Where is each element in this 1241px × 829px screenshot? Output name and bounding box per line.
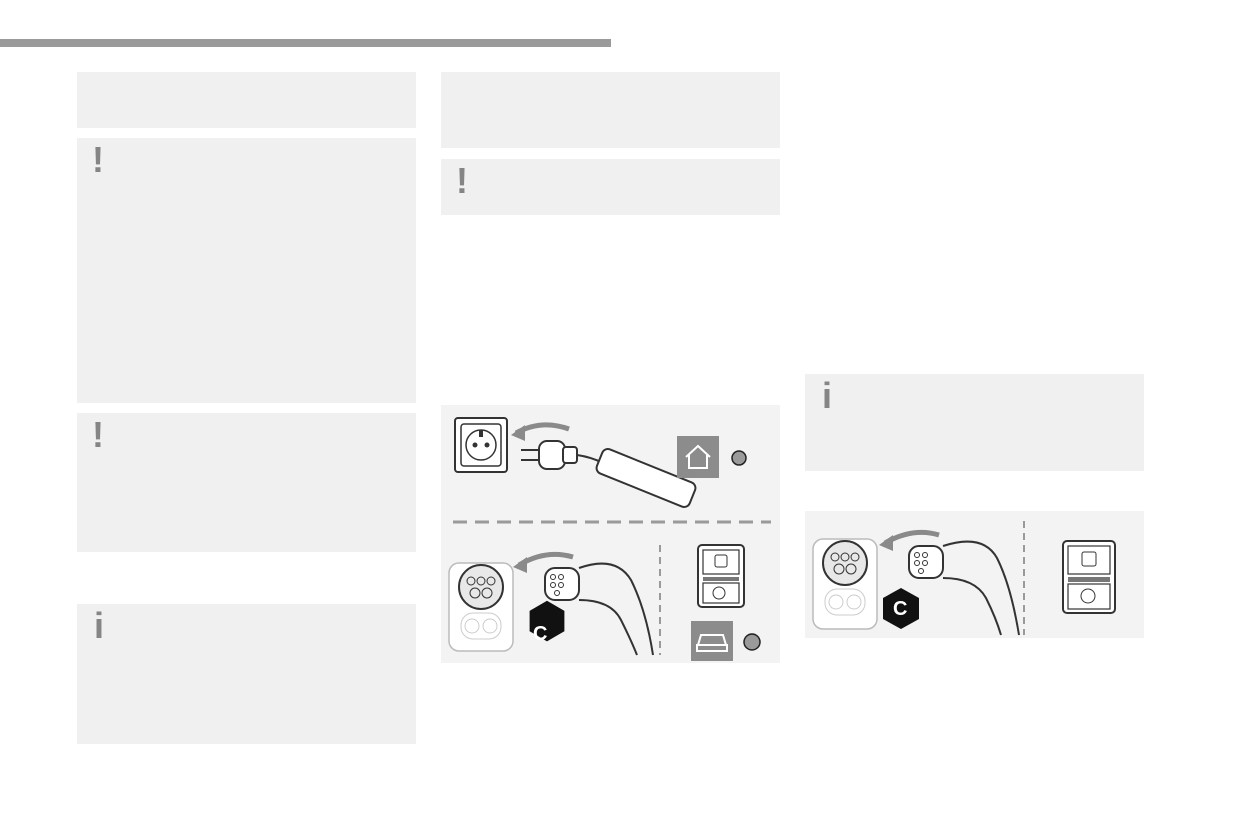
connector-c-label: C bbox=[533, 623, 548, 645]
illustration-home-charging: C bbox=[441, 405, 780, 663]
header-rule bbox=[0, 39, 611, 47]
warning-icon: ! bbox=[92, 139, 104, 180]
arrow-left-icon bbox=[513, 551, 574, 573]
vehicle-inlet-icon bbox=[812, 538, 878, 630]
status-led-icon bbox=[731, 450, 747, 466]
home-charging-drawing bbox=[448, 417, 771, 661]
warning-icon: ! bbox=[92, 414, 104, 455]
ev-plug-icon bbox=[908, 540, 1020, 636]
info-box-2: i bbox=[805, 374, 1144, 471]
connector-c-label: C bbox=[893, 598, 908, 620]
warning-icon: ! bbox=[456, 160, 468, 201]
arrow-left-icon bbox=[511, 422, 570, 441]
note-box-2 bbox=[441, 72, 780, 148]
note-box-1 bbox=[77, 72, 416, 128]
warning-box-3: ! bbox=[441, 159, 780, 215]
home-icon bbox=[677, 436, 719, 478]
lock-timer-panel-icon bbox=[1062, 540, 1116, 614]
ev-plug-icon bbox=[544, 562, 654, 656]
illustration-ev-inlet: C bbox=[805, 511, 1144, 638]
lock-timer-panel-icon bbox=[697, 544, 745, 608]
connector-c-badge bbox=[529, 600, 565, 642]
warning-box-1: ! bbox=[77, 138, 416, 403]
wall-socket-icon bbox=[454, 417, 508, 473]
arrow-left-icon bbox=[879, 529, 940, 551]
warning-box-2: ! bbox=[77, 413, 416, 552]
car-icon bbox=[691, 621, 733, 661]
info-box-1: i bbox=[77, 604, 416, 744]
vehicle-inlet-icon bbox=[448, 562, 514, 652]
status-led-blinking-icon bbox=[743, 633, 761, 651]
info-icon: i bbox=[822, 375, 833, 416]
ev-inlet-drawing bbox=[812, 521, 1116, 636]
connector-c-badge bbox=[883, 588, 919, 629]
info-icon: i bbox=[94, 605, 105, 646]
domestic-plug-icon bbox=[521, 440, 697, 508]
